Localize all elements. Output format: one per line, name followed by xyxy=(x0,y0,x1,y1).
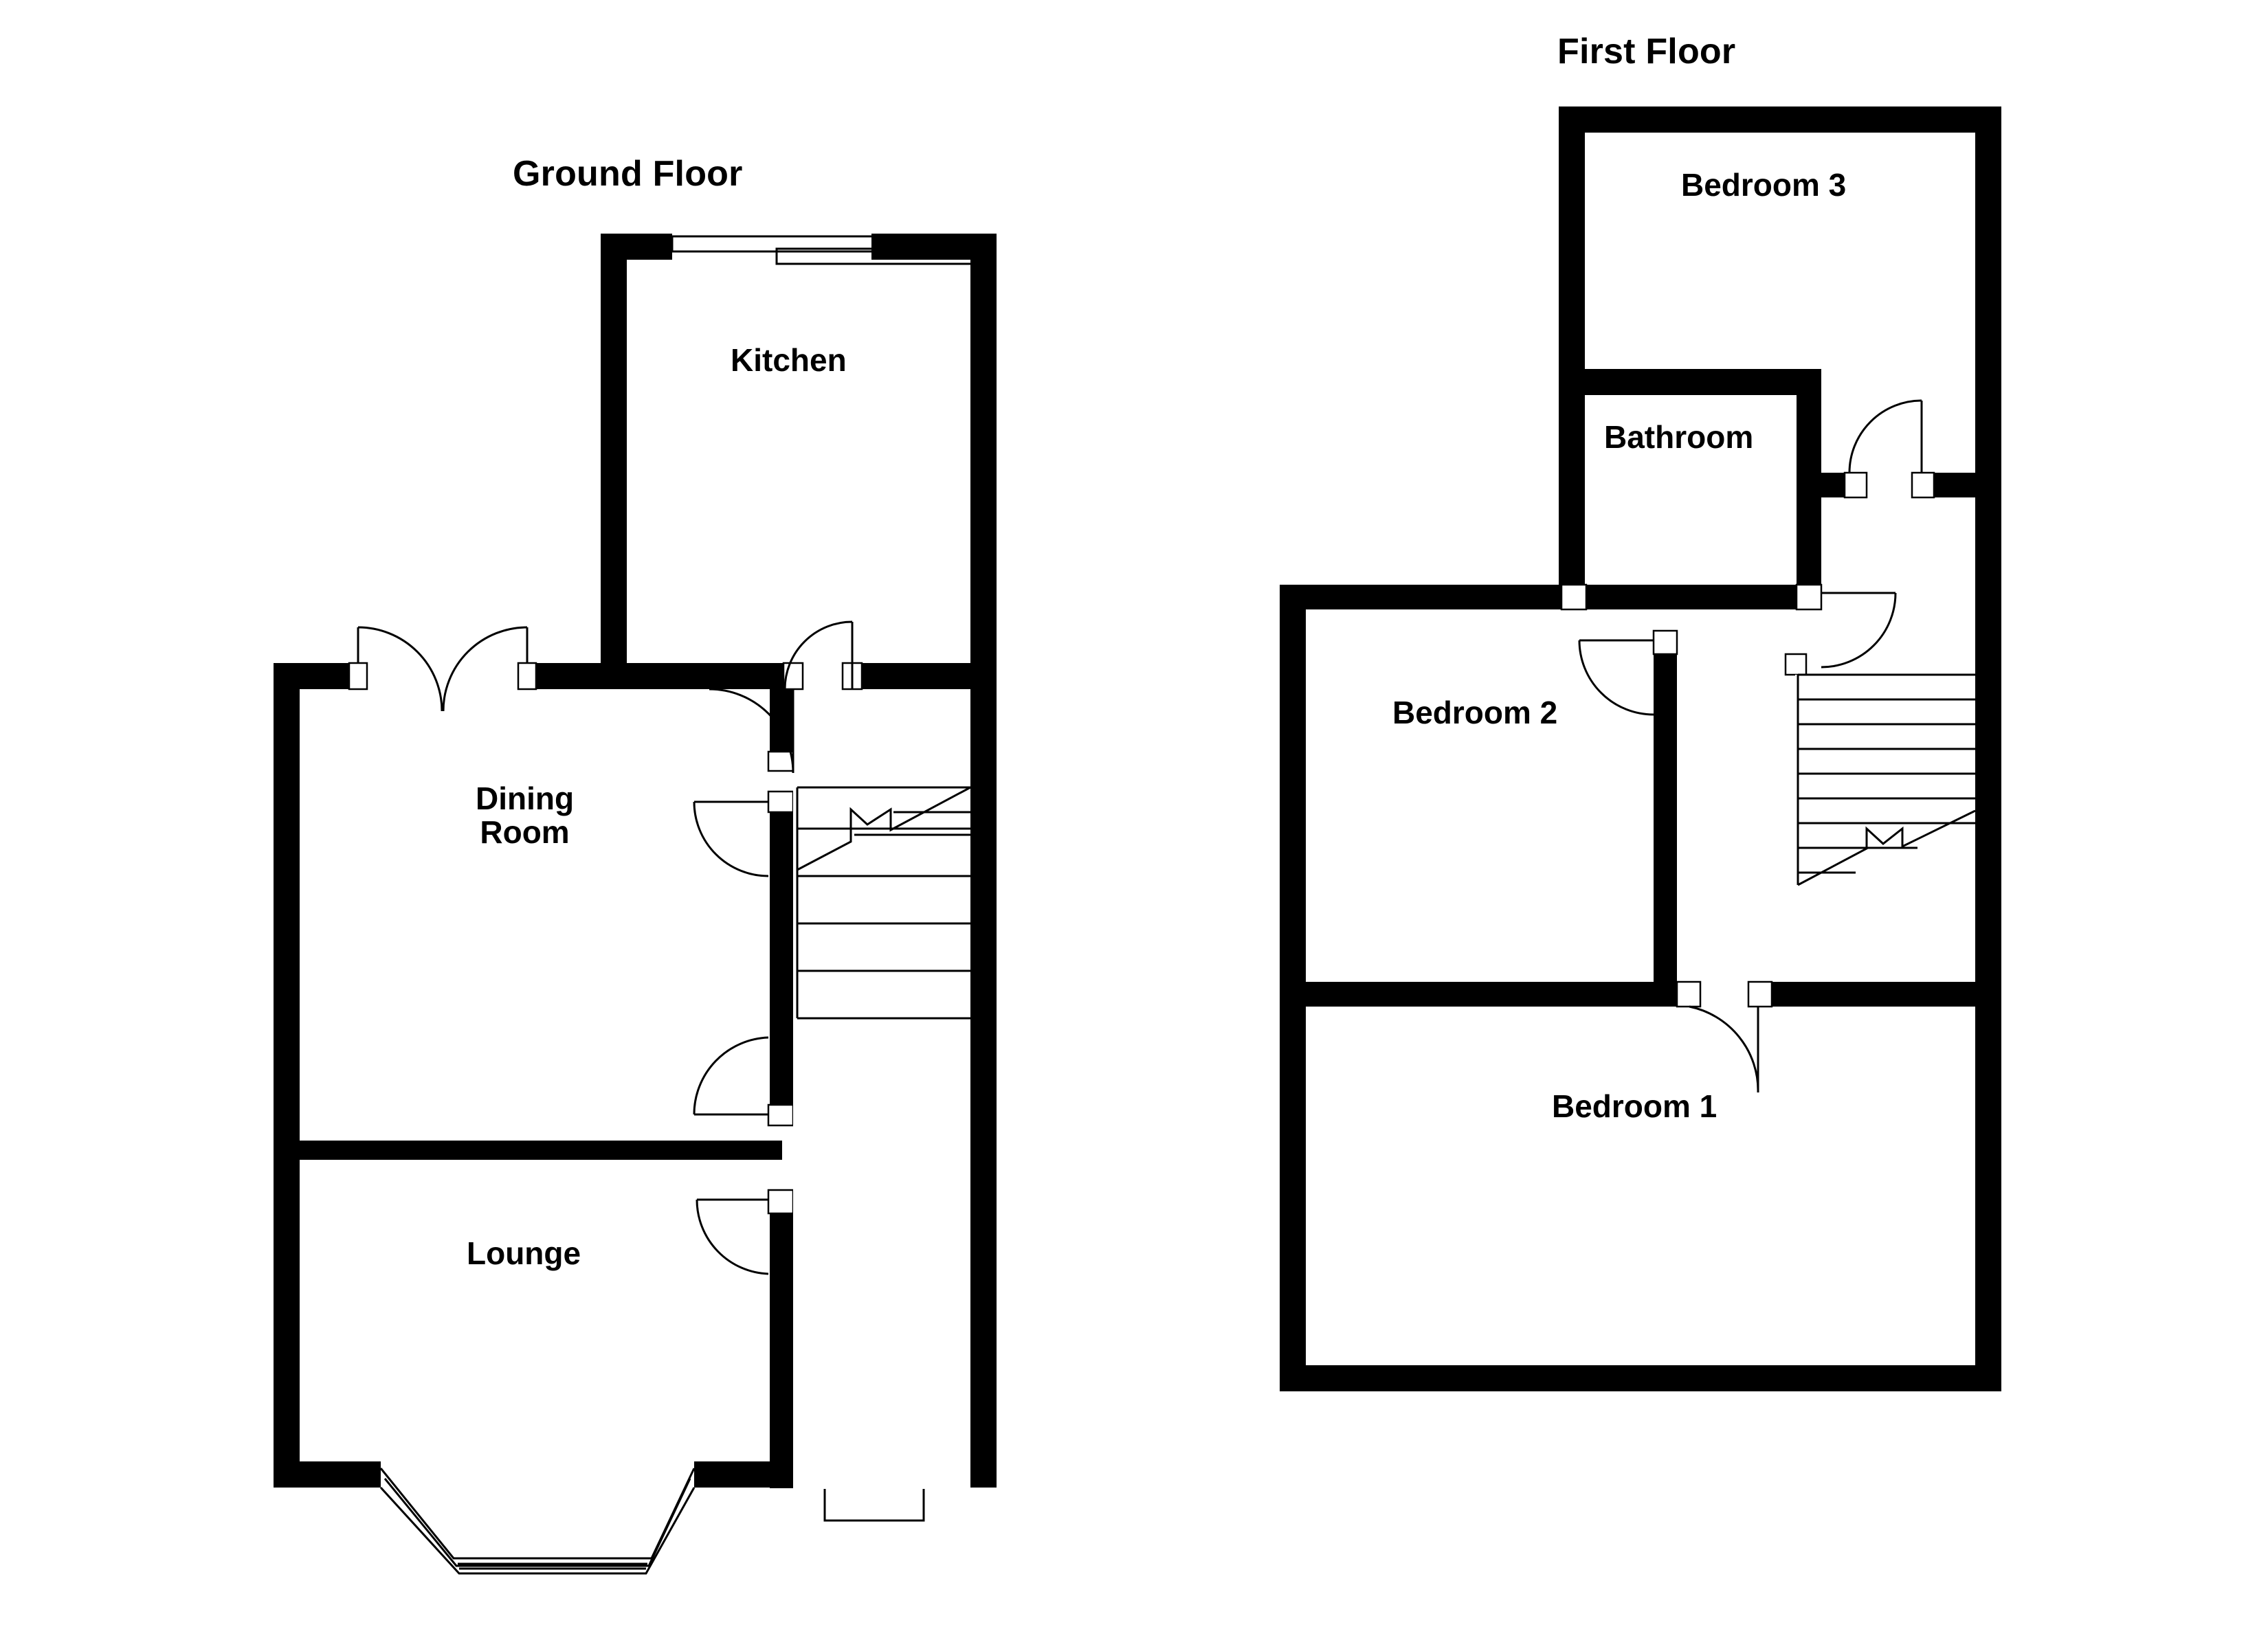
stair-upper-treads xyxy=(854,811,970,836)
front-door-threshold xyxy=(823,1486,925,1522)
dining-to-hall-door xyxy=(783,620,854,690)
first-floor-staircase xyxy=(1795,673,1976,886)
jamb-bed2-landing-bottom xyxy=(1560,583,1588,611)
jamb-hall-dining xyxy=(767,790,794,814)
first-floor-walls xyxy=(1280,106,2001,1391)
wall-ground-right-lower xyxy=(970,663,997,1488)
wall-first-right-lower xyxy=(1975,473,2001,1391)
jamb-hall-lounge-lower xyxy=(767,1189,794,1215)
room-label-bedroom-3: Bedroom 3 xyxy=(1681,167,1847,203)
jamb-bed1-landing-right xyxy=(1747,980,1773,1008)
kitchen-rear-window xyxy=(671,235,991,265)
stair-treads xyxy=(1798,673,1975,874)
wall-bed2-bottom xyxy=(1280,982,1677,1007)
wall-bathroom-right xyxy=(1797,369,1821,609)
wall-bed3-left xyxy=(1559,106,1585,369)
jamb-bathroom-landing-top xyxy=(1843,471,1868,499)
room-label-dining-room: Dining Room xyxy=(476,782,574,849)
jamb-stair-top xyxy=(1784,653,1808,676)
wall-bed2-right xyxy=(1654,654,1677,1001)
wall-bed2-top xyxy=(1280,585,1561,609)
ground-floor-door-swings xyxy=(357,620,903,1462)
room-label-bedroom-2: Bedroom 2 xyxy=(1392,695,1558,730)
wall-hall-vertical-mid xyxy=(770,811,793,1106)
stair-break-line xyxy=(1797,809,1976,886)
wall-landing-bed1-divider xyxy=(1772,982,2001,1007)
jamb-dining-hall-a xyxy=(782,662,804,691)
jamb-bed2-landing-top xyxy=(1652,629,1678,655)
wall-dining-lounge-divider xyxy=(274,1141,782,1160)
room-label-dining-line2: Room xyxy=(480,814,570,850)
room-label-bedroom-1: Bedroom 1 xyxy=(1552,1088,1717,1124)
wall-kitchen-left xyxy=(601,234,627,665)
jamb-bed1-landing-left xyxy=(1676,980,1702,1008)
dining-french-doors xyxy=(357,626,529,712)
ground-floor-staircase xyxy=(793,786,971,1489)
jamb-bed3-landing xyxy=(1911,471,1935,499)
ground-floor-title: Ground Floor xyxy=(513,154,743,194)
jamb-hall-lounge-upper xyxy=(767,1103,794,1127)
first-floor-door-swings xyxy=(1578,399,1923,1093)
wall-bathroom-left xyxy=(1559,369,1585,609)
stair-treads xyxy=(797,786,970,1020)
hall-to-lounge-lower-door xyxy=(696,1198,769,1275)
bathroom-landing-door xyxy=(1821,592,1897,669)
first-floor-group xyxy=(1280,106,2001,1391)
wall-bathroom-bottom xyxy=(1559,585,1821,609)
wall-first-bottom xyxy=(1280,1365,2001,1391)
ground-floor-walls xyxy=(274,234,997,1488)
wall-ground-right-upper xyxy=(970,234,997,665)
hall-to-dining-door xyxy=(693,800,769,877)
jamb-dining-french-right xyxy=(517,662,537,691)
bedroom1-landing-door xyxy=(1689,1005,1759,1093)
wall-dining-top-mid xyxy=(536,663,627,689)
wall-bed3-top xyxy=(1559,106,2001,133)
jamb-bathroom-landing-side xyxy=(1795,583,1823,611)
lounge-bay-window xyxy=(379,1468,696,1575)
jamb-kitchen-hall xyxy=(767,750,794,772)
bedroom2-landing-door xyxy=(1578,639,1654,716)
wall-kitchen-bottom xyxy=(601,663,783,689)
kitchen-to-hall-door xyxy=(709,688,794,774)
hall-to-lounge-upper-door xyxy=(693,1036,769,1116)
first-floor-title: First Floor xyxy=(1557,32,1736,71)
wall-kitchen-top-left-nub xyxy=(601,234,672,260)
wall-bed3-bathroom-divider xyxy=(1559,369,1821,395)
room-label-dining-line1: Dining xyxy=(476,781,575,816)
room-label-kitchen: Kitchen xyxy=(731,342,847,378)
bedroom3-landing-door xyxy=(1848,399,1923,473)
ground-floor-group xyxy=(274,234,997,1575)
room-label-bathroom: Bathroom xyxy=(1604,419,1754,455)
room-label-lounge: Lounge xyxy=(467,1235,581,1271)
wall-hall-vertical-lower xyxy=(770,1213,793,1488)
stair-break-line xyxy=(797,786,971,871)
first-floor-door-jambs xyxy=(1560,471,1935,1008)
wall-ground-left xyxy=(274,663,300,1488)
wall-ground-bottom-left xyxy=(274,1461,381,1488)
wall-ground-bottom-mid xyxy=(694,1461,793,1488)
jamb-dining-french-left xyxy=(348,662,368,691)
wall-first-right-upper xyxy=(1975,106,2001,490)
